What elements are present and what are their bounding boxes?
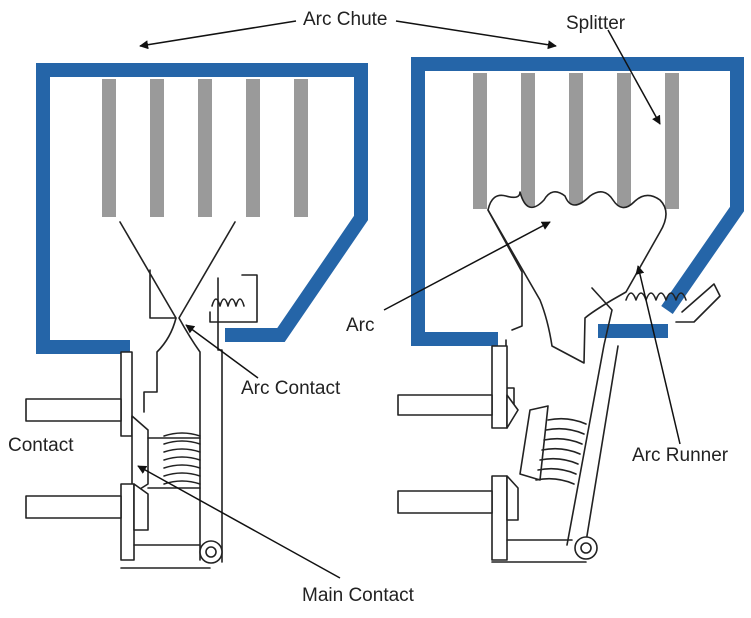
splitter-plate — [294, 79, 308, 217]
labels: Arc Chute Splitter Arc Arc Contact Conta… — [8, 9, 729, 606]
left-main-spring — [147, 432, 201, 489]
arrow-splitter — [607, 29, 661, 125]
right-breaker — [397, 57, 744, 563]
splitter-plate — [102, 79, 116, 217]
label-contact: Contact — [8, 435, 74, 456]
right-arms — [487, 209, 619, 549]
arc-shape — [487, 191, 667, 364]
splitter-plate — [198, 79, 212, 217]
right-main-contacts — [397, 345, 519, 561]
right-arc-chute-frame — [411, 57, 744, 346]
splitter-plate — [617, 73, 631, 209]
splitter-plate — [246, 79, 260, 217]
label-arc-runner: Arc Runner — [632, 445, 729, 466]
right-arc-spring — [625, 283, 721, 323]
label-splitter: Splitter — [566, 13, 626, 34]
right-base — [491, 539, 587, 563]
arrow-arc — [383, 221, 551, 311]
annotation-arrows — [137, 20, 681, 579]
arrow-arc-chute-right — [395, 20, 557, 50]
label-arc-contact: Arc Contact — [241, 378, 341, 399]
splitter-plate — [665, 73, 679, 209]
left-arc-chute-frame — [36, 63, 368, 354]
arrow-arc-chute-left — [139, 20, 297, 50]
left-base — [120, 544, 211, 569]
left-breaker — [25, 63, 368, 569]
arrow-arc-runner — [635, 265, 681, 445]
right-main-spring — [519, 405, 587, 485]
left-splitter-plates — [102, 79, 308, 217]
label-arc-chute: Arc Chute — [303, 9, 387, 30]
splitter-plate — [521, 73, 535, 209]
right-splitter-plates — [473, 73, 679, 209]
left-main-contacts — [25, 351, 149, 561]
arrow-arc-contact — [185, 324, 259, 379]
label-arc: Arc — [346, 315, 375, 336]
arrow-main-contact — [137, 465, 341, 579]
left-arc-spring — [209, 274, 258, 323]
splitter-plate — [150, 79, 164, 217]
label-main-contact: Main Contact — [302, 585, 415, 606]
splitter-plate — [473, 73, 487, 209]
splitter-plate — [569, 73, 583, 209]
